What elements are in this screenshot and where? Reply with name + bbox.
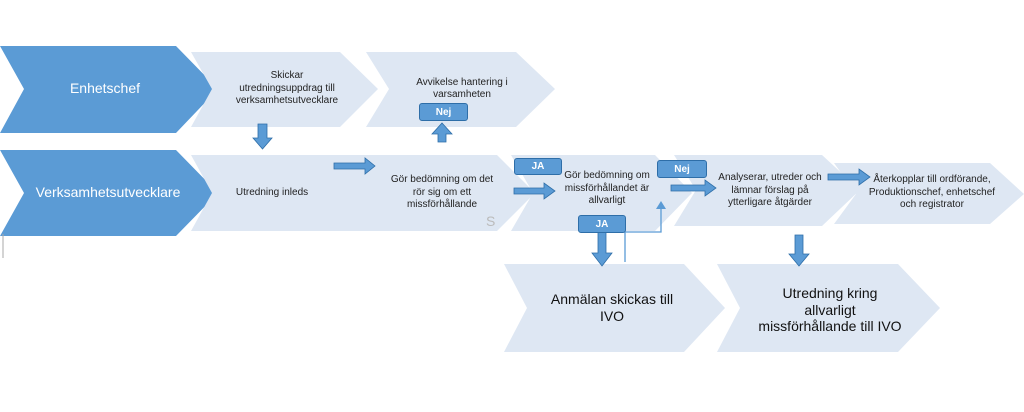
chevron-skickar: [191, 52, 378, 127]
arrow-up-nej: [431, 122, 453, 143]
step-utredning-kring: Utredning kring allvarligt missförhållan…: [758, 284, 902, 335]
lane-head-verksamhetsutvecklare: [0, 150, 218, 236]
lane-label-enhetschef: Enhetschef: [69, 80, 141, 97]
badge-nej-analys: Nej: [657, 160, 707, 178]
step-avvikelse: Avvikelse hantering i varsamheten: [416, 76, 508, 101]
arrow-down-skickar: [252, 123, 273, 150]
chevron-utredning-inleds: [191, 155, 395, 231]
lane-head-enhetschef: [0, 46, 218, 133]
step-utredning-inleds: Utredning inleds: [235, 186, 309, 198]
arrow-down-analyserar: [788, 234, 810, 267]
chevron-utredning-kring: [717, 264, 940, 352]
stray-letter: S: [486, 213, 496, 229]
chevron-avvikelse: [366, 52, 555, 127]
step-anmalan: Anmälan skickas till IVO: [550, 291, 674, 324]
step-analyserar: Analyserar, utreder och lämnar förslag p…: [718, 172, 822, 209]
badge-nej-avvikelse: Nej: [419, 103, 468, 121]
badge-ja-bedomning: JA: [514, 158, 562, 175]
chevron-gor-bedomning-1: [353, 155, 535, 231]
connector-line: [624, 208, 662, 262]
lane-label-verksamhetsutvecklare: Verksamhetsutvecklare: [35, 184, 181, 201]
arrow-down-ja: [591, 231, 613, 267]
chevron-aterkopplar: [834, 163, 1024, 224]
connector-arrowhead: [656, 201, 666, 209]
step-skickar: Skickar utredningsuppdrag till verksamhe…: [235, 70, 339, 107]
arrow-right-utredning: [333, 157, 376, 175]
arrow-right-ja-1: [513, 182, 556, 200]
arrow-right-nej: [670, 179, 717, 197]
step-gor-bedomning-1: Gör bedömning om det rör sig om ett miss…: [390, 174, 494, 211]
step-aterkopplar: Återkopplar till ordförande, Produktions…: [868, 174, 996, 211]
arrow-right-aterkopplar: [827, 168, 871, 186]
chevron-analyserar: [674, 155, 860, 226]
chevron-anmalan: [504, 264, 725, 352]
step-gor-bedomning-2: Gör bedömning om missförhållandet är all…: [564, 170, 650, 207]
badge-ja-down: JA: [578, 215, 626, 233]
